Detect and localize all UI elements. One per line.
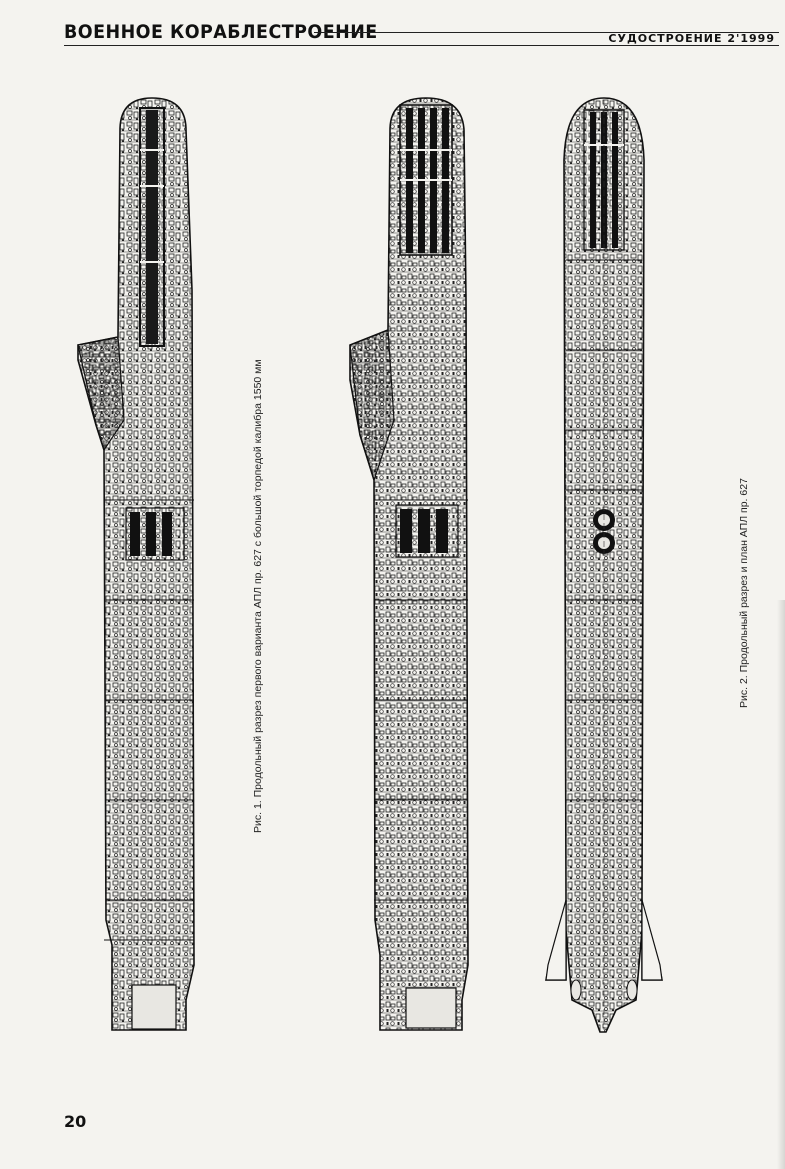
figure1-section-drawing-variant xyxy=(349,97,469,1031)
figure1-caption: Рис. 1. Продольный разрез первого вариан… xyxy=(252,359,264,833)
header-rule xyxy=(314,32,779,33)
figure2-plan-drawing xyxy=(545,97,663,1033)
figure2-caption: Рис. 2. Продольный разрез и план АПЛ пр.… xyxy=(738,478,750,708)
page-edge-shadow xyxy=(777,600,785,1169)
section-title: ВОЕННОЕ КОРАБЛЕСТРОЕНИЕ xyxy=(64,21,378,43)
journal-issue: СУДОСТРОЕНИЕ 2'1999 xyxy=(608,32,775,45)
header-rule-lower xyxy=(64,45,779,46)
page-number: 20 xyxy=(64,1112,87,1131)
figure1-section-drawing xyxy=(77,97,195,1031)
